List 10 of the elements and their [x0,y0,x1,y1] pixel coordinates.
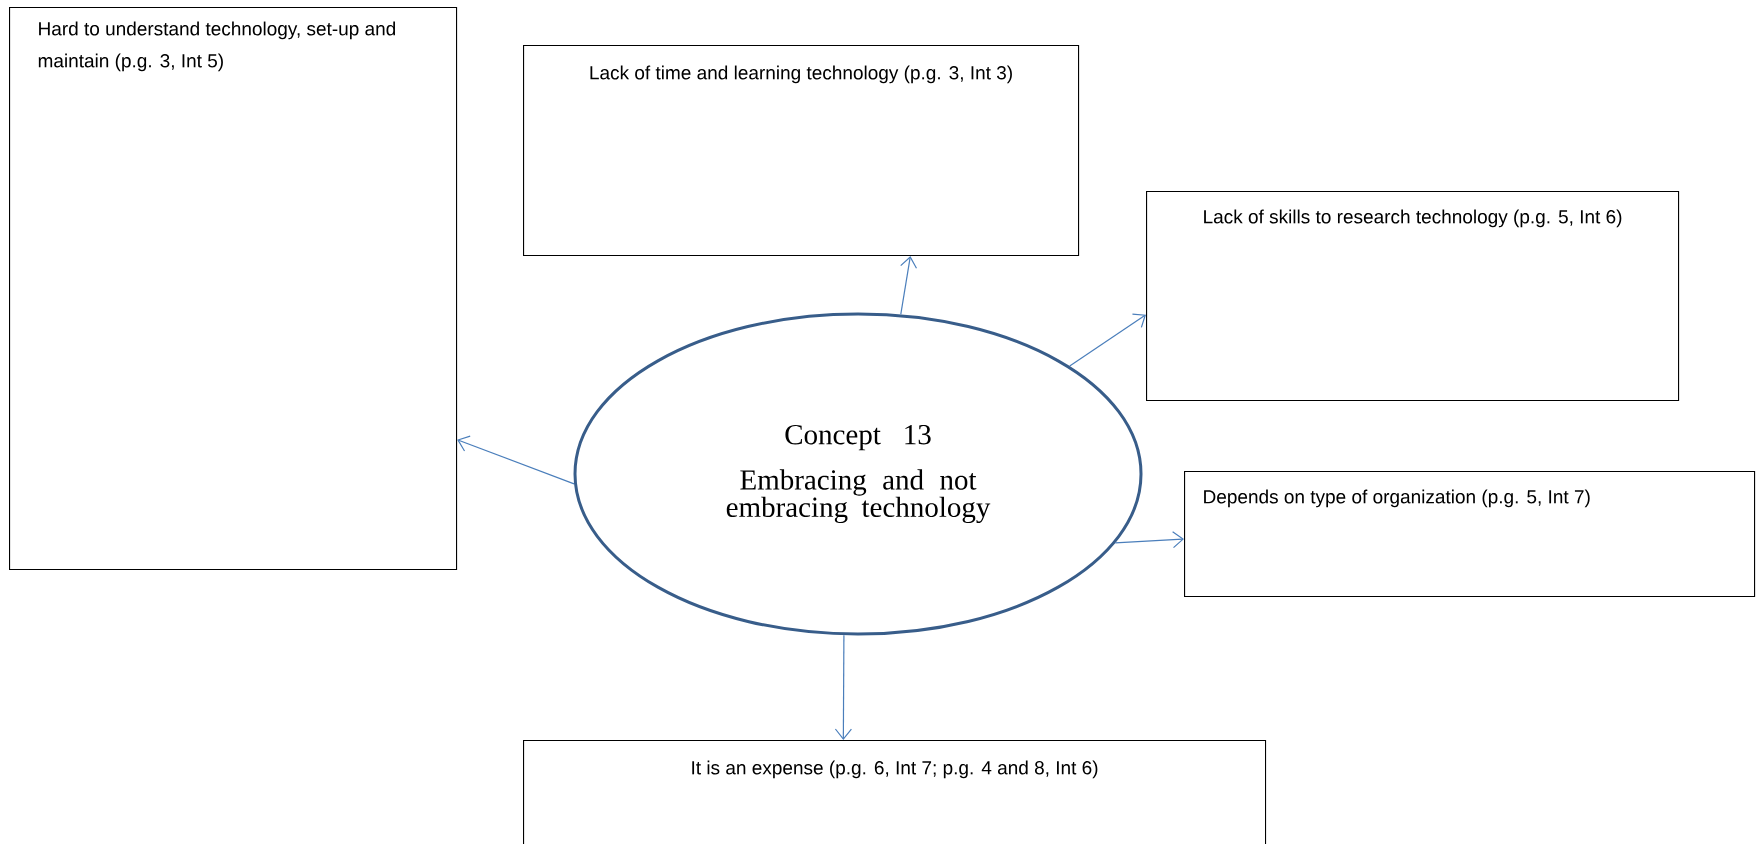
arrow [834,634,852,740]
arrow [1114,531,1184,549]
arrow [900,256,918,315]
text-box: Depends on type of organization (p.g. 5, Int 7) [1184,471,1756,598]
text-box: Lack of skills to research technology (p.g. 5, Int 6) [1146,191,1680,402]
text-box: Hard to understand technology, set-up and maintain (p.g. 3, Int 5) [9,7,458,571]
text-box: It is an expense (p.g. 6, Int 7; p.g. 4 and 8, Int 6) [523,740,1267,844]
arrow [1069,313,1146,367]
text-box: Lack of time and learning technology (p.g. 3, Int 3) [523,45,1080,257]
arrow [457,435,575,485]
